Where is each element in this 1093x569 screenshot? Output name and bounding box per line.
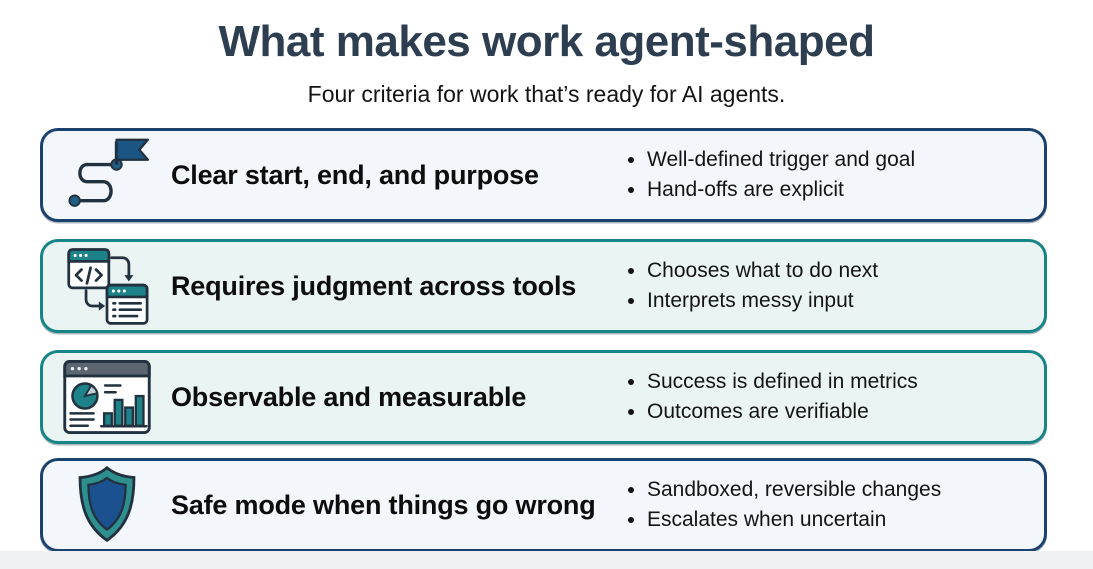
- card-bullets: Chooses what to do next Interprets messy…: [623, 256, 1044, 317]
- criteria-card-judgment: Requires judgment across tools Chooses w…: [40, 239, 1047, 333]
- bullet-item: Escalates when uncertain: [647, 505, 1034, 536]
- card-bullets: Sandboxed, reversible changes Escalates …: [623, 475, 1044, 536]
- bullet-item: Chooses what to do next: [647, 256, 1034, 287]
- bullet-item: Outcomes are verifiable: [647, 397, 1034, 428]
- criteria-card-safe-mode: Safe mode when things go wrong Sandboxed…: [40, 458, 1047, 552]
- card-heading: Clear start, end, and purpose: [171, 159, 539, 190]
- page-title: What makes work agent-shaped: [218, 17, 875, 66]
- card-bullets: Well-defined trigger and goal Hand-offs …: [623, 145, 1044, 206]
- dashboard-chart-icon: [43, 353, 171, 441]
- bullet-item: Interprets messy input: [647, 286, 1034, 317]
- card-heading: Safe mode when things go wrong: [171, 489, 596, 520]
- bottom-strip: [0, 551, 1093, 569]
- bullet-item: Sandboxed, reversible changes: [647, 475, 1034, 506]
- card-heading: Observable and measurable: [171, 381, 527, 412]
- page-subtitle: Four criteria for work that’s ready for …: [307, 81, 786, 107]
- shield-icon: [43, 461, 171, 549]
- card-heading: Requires judgment across tools: [171, 270, 577, 301]
- criteria-card-clear-start: Clear start, end, and purpose Well-defin…: [40, 128, 1047, 222]
- criteria-card-observable: Observable and measurable Success is def…: [40, 350, 1047, 444]
- code-window-tools-icon: [43, 242, 171, 330]
- bullet-item: Well-defined trigger and goal: [647, 145, 1034, 176]
- card-bullets: Success is defined in metrics Outcomes a…: [623, 367, 1044, 428]
- bullet-item: Success is defined in metrics: [647, 367, 1034, 398]
- route-flag-icon: [43, 131, 171, 219]
- bullet-item: Hand-offs are explicit: [647, 175, 1034, 206]
